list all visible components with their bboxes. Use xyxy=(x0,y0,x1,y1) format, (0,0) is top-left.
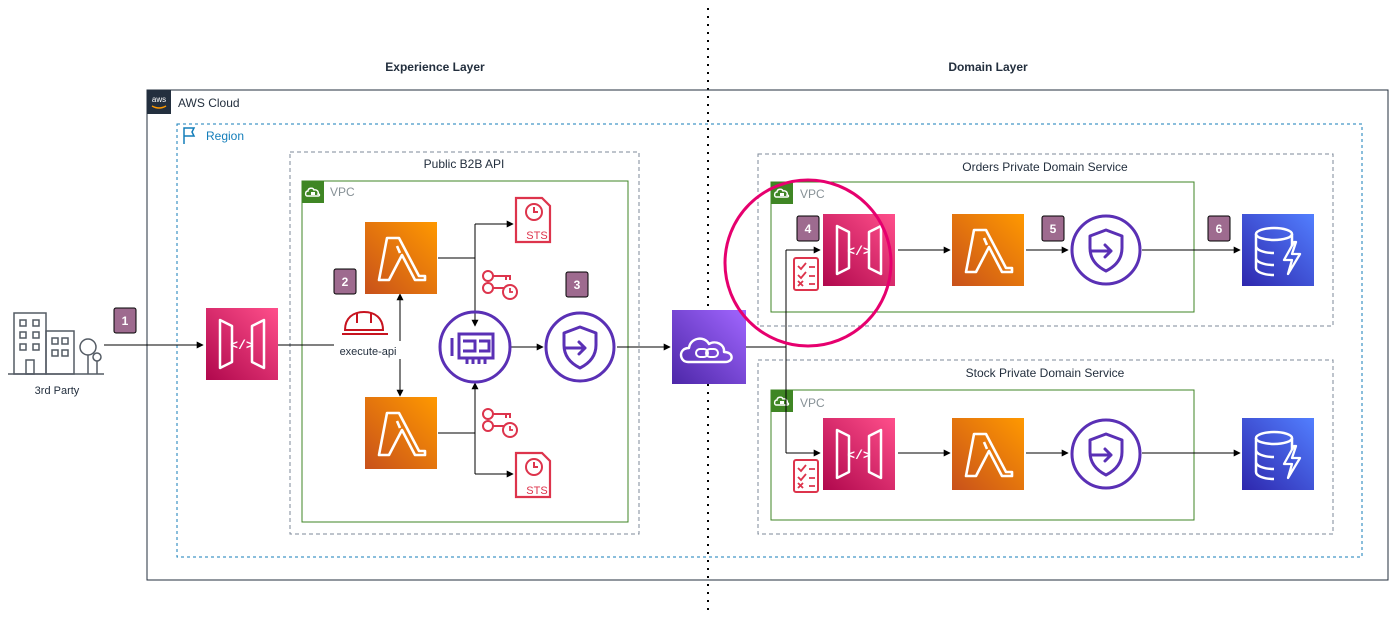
public-b2b-api-group xyxy=(289,151,640,535)
svg-text:6: 6 xyxy=(1216,222,1223,236)
step-badge-3: 3 xyxy=(565,271,589,298)
dynamodb-icon xyxy=(1240,416,1316,492)
svg-text:1: 1 xyxy=(122,314,129,328)
privatelink-icon xyxy=(672,310,746,384)
vpc-label: VPC xyxy=(800,396,825,410)
public-b2b-api-label: Public B2B API xyxy=(424,157,505,171)
domain-layer-title: Domain Layer xyxy=(948,60,1028,74)
lambda-icon xyxy=(363,220,439,296)
vpc-label: VPC xyxy=(800,187,825,201)
step-badge-2: 2 xyxy=(333,268,357,295)
sts-label: STS xyxy=(526,485,547,497)
hardhat-icon xyxy=(342,310,388,335)
vpc-public xyxy=(301,180,629,523)
region-flag-icon xyxy=(183,127,196,144)
vpc-icon xyxy=(301,180,325,204)
step-badge-1: 1 xyxy=(113,307,137,334)
vpc-stock xyxy=(770,389,1195,521)
orders-service-label: Orders Private Domain Service xyxy=(962,160,1128,174)
aws-cloud-label: AWS Cloud xyxy=(178,96,240,110)
lambda-icon xyxy=(950,416,1026,492)
vpc-orders xyxy=(770,181,1195,313)
highlight-circle xyxy=(723,178,893,348)
secrets-manager-icon xyxy=(482,270,518,300)
experience-layer-title: Experience Layer xyxy=(385,60,485,74)
aws-logo-icon: aws xyxy=(147,90,171,114)
stock-service-group xyxy=(757,359,1334,535)
region-group xyxy=(176,123,1363,558)
api-gateway-icon xyxy=(821,212,897,288)
svg-text:2: 2 xyxy=(342,275,349,289)
step-badge-4: 4 xyxy=(796,215,820,242)
checklist-icon xyxy=(793,257,819,291)
vpc-label: VPC xyxy=(330,185,355,199)
region-label: Region xyxy=(206,129,244,143)
step-badge-5: 5 xyxy=(1041,215,1065,242)
network-interface-icon xyxy=(438,310,512,384)
svg-text:aws: aws xyxy=(152,95,166,104)
lambda-icon xyxy=(950,212,1026,288)
stock-service-label: Stock Private Domain Service xyxy=(966,366,1125,380)
dynamodb-icon xyxy=(1240,212,1316,288)
api-gateway-icon xyxy=(204,306,280,382)
svg-text:4: 4 xyxy=(805,222,812,236)
vpc-endpoint-icon xyxy=(1070,214,1142,286)
third-party-label: 3rd Party xyxy=(35,385,80,397)
vpc-endpoint-icon xyxy=(544,311,616,383)
sts-label: STS xyxy=(526,230,547,242)
vpc-icon xyxy=(770,389,794,413)
vpc-endpoint-icon xyxy=(1070,418,1142,490)
step-badge-6: 6 xyxy=(1207,215,1231,242)
aws-cloud-group xyxy=(146,89,1389,581)
svg-text:3: 3 xyxy=(574,278,581,292)
orders-service-group xyxy=(757,153,1334,327)
secrets-manager-icon xyxy=(482,408,518,438)
execute-api-label: execute-api xyxy=(340,346,397,358)
svg-text:5: 5 xyxy=(1050,222,1057,236)
building-icon xyxy=(8,312,104,375)
checklist-icon xyxy=(793,459,819,493)
lambda-icon xyxy=(363,395,439,471)
api-gateway-icon xyxy=(821,416,897,492)
